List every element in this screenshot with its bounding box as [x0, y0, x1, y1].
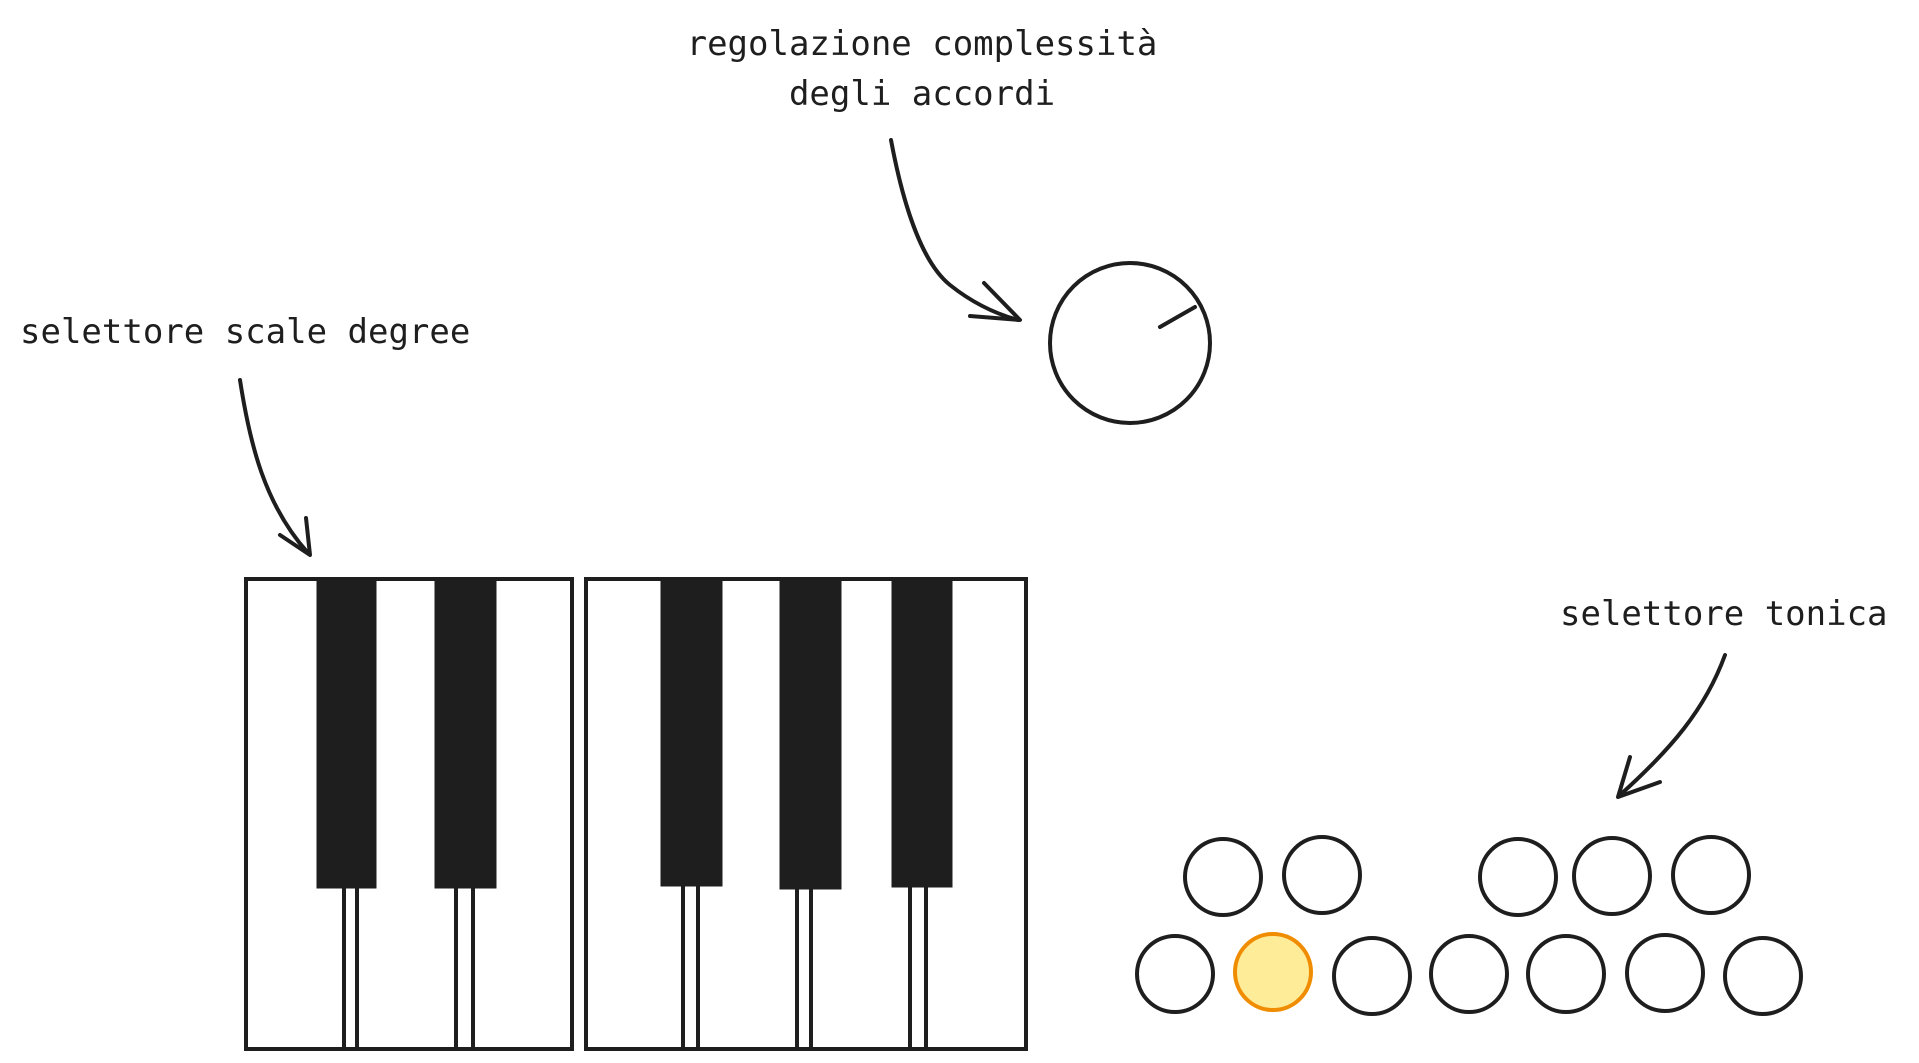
- tonic-g-sharp[interactable]: [1572, 836, 1652, 916]
- tonic-arrow: [1616, 653, 1727, 799]
- tonic-d-sharp[interactable]: [1282, 835, 1362, 915]
- tonic-label: selettore tonica: [1560, 594, 1888, 634]
- tonic-a-sharp[interactable]: [1671, 835, 1751, 915]
- black-key-g-sharp[interactable]: [779, 577, 842, 890]
- tonic-e[interactable]: [1332, 936, 1412, 1016]
- knob-body[interactable]: [1048, 261, 1212, 425]
- tonic-row-naturals: [1135, 932, 1803, 1016]
- tonic-b[interactable]: [1723, 936, 1803, 1016]
- complexity-arrow: [889, 138, 1022, 322]
- scale-degree-keyboard[interactable]: [244, 577, 1028, 1051]
- black-key-c-sharp[interactable]: [316, 577, 377, 889]
- tonic-f[interactable]: [1429, 934, 1509, 1014]
- tonic-g[interactable]: [1526, 934, 1606, 1014]
- scale-degree-label: selettore scale degree: [20, 312, 470, 352]
- tonic-selector[interactable]: [1135, 835, 1803, 1016]
- tonic-a[interactable]: [1625, 933, 1705, 1013]
- black-key-f-sharp[interactable]: [660, 577, 723, 887]
- knob-indicator: [1158, 305, 1197, 329]
- chord-complexity-knob[interactable]: [1048, 261, 1212, 425]
- tonic-c-sharp[interactable]: [1183, 837, 1263, 917]
- complexity-label-line-2: degli accordi: [789, 74, 1055, 114]
- complexity-label-line-1: regolazione complessità: [687, 24, 1158, 64]
- scale-degree-arrow: [238, 378, 312, 557]
- tonic-f-sharp[interactable]: [1478, 837, 1558, 917]
- tonic-row-sharps: [1183, 835, 1751, 917]
- black-key-a-sharp[interactable]: [891, 577, 953, 888]
- black-key-d-sharp[interactable]: [434, 577, 497, 889]
- tonic-c[interactable]: [1135, 934, 1215, 1014]
- tonic-d[interactable]: [1233, 932, 1313, 1012]
